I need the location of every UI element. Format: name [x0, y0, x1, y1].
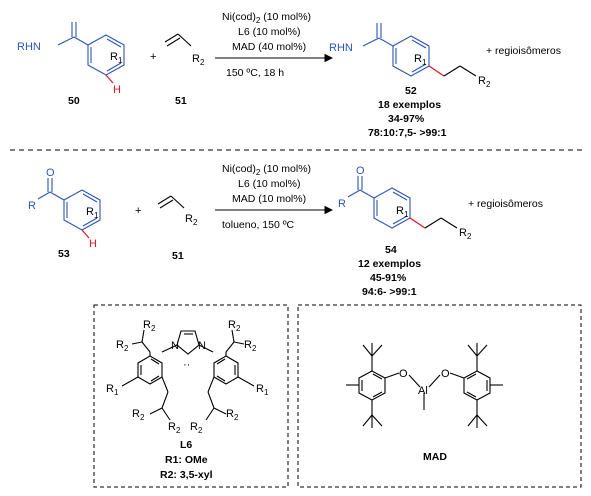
mad-o-left: O: [399, 368, 408, 380]
plus-sign-1: +: [150, 51, 156, 63]
mad-al: Al: [418, 385, 428, 397]
substrate-50-structure: [57, 22, 125, 84]
compound-number-54: 54: [385, 244, 397, 256]
product-54-carbonyl-o: O: [356, 165, 365, 177]
compound-number-52: 52: [405, 85, 417, 97]
reaction-1: RHN R1 H 50 + R2 51 Ni(cod)2 (10 mol%) L…: [17, 11, 561, 139]
conditions-1-mad: MAD (40 mol%): [232, 41, 306, 53]
product-54-r2-label: R2: [459, 227, 472, 241]
yield-range-1: 34-97%: [388, 113, 425, 125]
compound-number-53: 53: [58, 248, 70, 260]
ligand-name: L6: [180, 439, 192, 451]
ligand-r2-top-left: R2: [143, 319, 156, 333]
substrate-53-carbonyl-o: O: [46, 167, 55, 179]
ligand-r2-top-right: R2: [228, 319, 241, 333]
ligand-carbene-dots: ··: [183, 359, 190, 371]
conditions-1-temp-time: 150 ºC, 18 h: [226, 67, 284, 79]
substrate-50-nh-label: RHN: [17, 41, 41, 53]
substrate-53-structure: [37, 178, 101, 239]
alkene-51-structure: [164, 33, 192, 47]
ligand-r2-bottom-right-1: R2: [190, 421, 203, 435]
substrate-53-r1-label: R1: [86, 206, 99, 220]
product-52-r2-label: R2: [478, 75, 491, 89]
ligand-l6-structure: [121, 329, 255, 421]
conditions-1-ligand: L6 (10 mol%): [238, 26, 300, 38]
mad-box: [297, 304, 582, 488]
ligand-r2-mid-left: R2: [116, 339, 129, 353]
conditions-2-solvent-temp: tolueno, 150 ºC: [222, 219, 295, 231]
conditions-2-ligand: L6 (10 mol%): [238, 178, 300, 190]
selectivity-range-1: 78:10:7,5- >99:1: [368, 127, 447, 139]
compound-number-51-a: 51: [175, 95, 187, 107]
conditions-2-mad: MAD (10 mol%): [232, 193, 306, 205]
ligand-r1-definition: R1: OMe: [165, 454, 208, 466]
alkene-51-r2-label-b: R2: [185, 213, 198, 227]
conditions-2-catalyst: Ni(cod)2 (10 mol%): [222, 163, 311, 177]
examples-count-1: 18 exemplos: [378, 99, 441, 111]
product-54-r1-label: R1: [396, 205, 409, 219]
selectivity-range-2: 94:6- >99:1: [362, 286, 417, 298]
compound-number-50: 50: [68, 95, 80, 107]
ligand-n-right: N: [198, 340, 206, 352]
ligand-r1-right: R1: [256, 383, 269, 397]
substrate-50-h-label: H: [113, 84, 121, 96]
examples-count-2: 12 exemplos: [358, 258, 421, 270]
product-54-structure: [347, 176, 458, 229]
ligand-r1-left: R1: [106, 383, 119, 397]
reaction-2: O R R1 H 53 + R2 51 Ni(cod)2 (10 mol%) L…: [28, 163, 543, 298]
ligand-l6-box: [93, 304, 289, 488]
regioisomers-note-1: + regioisômeros: [486, 45, 561, 57]
substrate-53-h-label: H: [89, 238, 97, 250]
ligand-l6-panel: N N ·· R2 R2 R2 R2 R1 R1 R2 R2 R2 R2 L6 …: [93, 304, 289, 488]
product-52-nh-label: RHN: [329, 42, 353, 54]
product-54-r-label: R: [338, 198, 346, 210]
alkene-51-structure-b: [157, 195, 185, 209]
product-52-structure: [362, 23, 477, 77]
mad-panel: O O Al MAD: [297, 304, 582, 488]
ligand-r2-bottom-left-2: R2: [168, 421, 181, 435]
mad-o-right: O: [441, 368, 450, 380]
plus-sign-2: +: [135, 205, 141, 217]
alkene-51-r2-label: R2: [192, 53, 205, 67]
ligand-n-left: N: [171, 340, 179, 352]
product-52-r1-label: R1: [414, 53, 427, 67]
conditions-1-catalyst: Ni(cod)2 (10 mol%): [222, 11, 311, 25]
yield-range-2: 45-91%: [370, 272, 407, 284]
substrate-50-r1-label: R1: [110, 51, 123, 65]
mad-structure: [346, 343, 503, 428]
ligand-r2-bottom-left-1: R2: [132, 408, 145, 422]
ligand-r2-definition: R2: 3,5-xyl: [160, 469, 213, 481]
regioisomers-note-2: + regioisômeros: [468, 198, 543, 210]
ligand-r2-mid-right: R2: [244, 339, 257, 353]
ligand-r2-bottom-right-2: R2: [226, 408, 239, 422]
substrate-53-r-label: R: [28, 200, 36, 212]
mad-name: MAD: [423, 451, 447, 463]
compound-number-51-b: 51: [172, 250, 184, 262]
